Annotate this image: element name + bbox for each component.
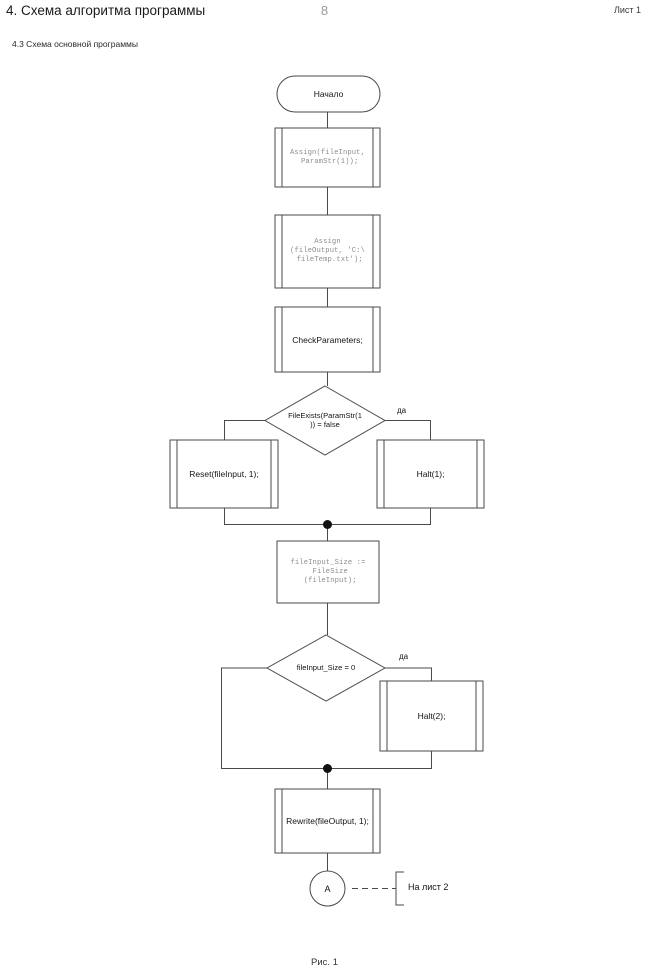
node-check-shape — [274, 306, 381, 373]
figure-caption: Рис. 1 — [311, 957, 338, 968]
page-number: 8 — [320, 3, 329, 18]
edge-dec2-halt2 — [385, 667, 432, 681]
offpage-note-label: На лист 2 — [408, 882, 449, 892]
branch-label-dec2-yes: да — [399, 652, 409, 661]
node-assign2-shape — [274, 214, 381, 289]
edge-dec1-reset — [224, 420, 265, 440]
node-dec1-shape — [263, 385, 387, 456]
node-start-shape — [276, 75, 381, 113]
offpage-bracket — [395, 871, 404, 906]
node-halt1-shape — [376, 439, 485, 509]
edge-dec2-merge2 — [221, 667, 328, 769]
section-heading: 4.3 Схема основной программы — [12, 39, 138, 49]
node-filesize-shape — [276, 540, 380, 604]
node-halt2-shape — [379, 680, 484, 752]
edge-dec1-halt1 — [385, 420, 431, 440]
junction-merge2 — [323, 764, 332, 773]
node-reset-shape — [169, 439, 279, 509]
edge-halt2-merge2 — [327, 751, 432, 769]
edge-reset-merge1 — [224, 508, 328, 525]
sheet-label: Лист 1 — [613, 5, 641, 15]
node-rewrite-shape — [274, 788, 381, 854]
node-assign1-shape — [274, 127, 381, 188]
edge-halt1-merge1 — [327, 508, 431, 525]
branch-label-dec1-yes: да — [397, 406, 407, 415]
page-header: 4. Схема алгоритма программы 8 Лист 1 — [0, 0, 649, 28]
node-connector-a-shape — [309, 870, 346, 907]
node-dec2-shape — [265, 634, 387, 702]
page-title: 4. Схема алгоритма программы — [6, 3, 206, 18]
junction-merge1 — [323, 520, 332, 529]
